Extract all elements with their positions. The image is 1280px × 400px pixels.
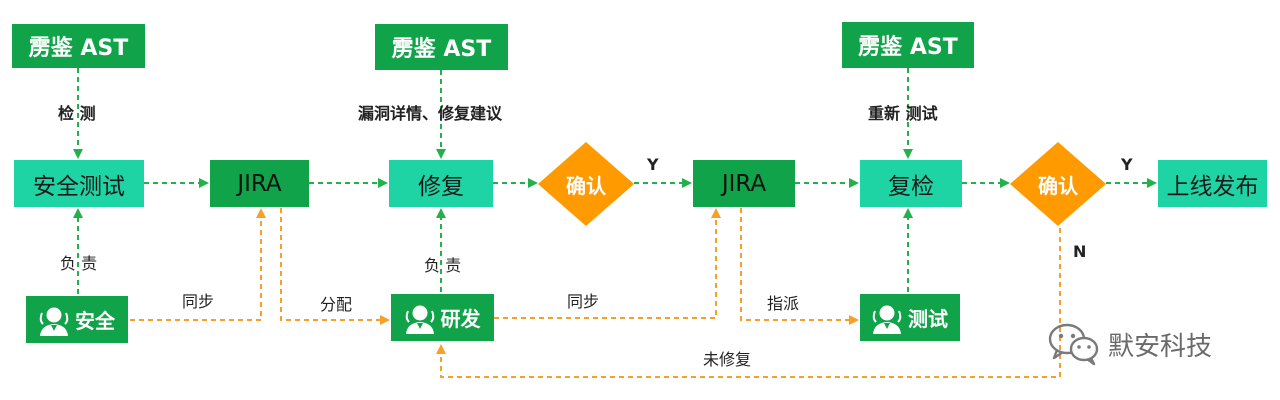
confirm-label: 确认 (566, 173, 606, 198)
person-icon (405, 305, 434, 334)
arrow-jira-dispatch-test (740, 208, 859, 325)
test-role-label: 测试 (908, 307, 948, 331)
security-role-label: 安全 (75, 309, 115, 333)
ast-tool-label: 雳鉴 AST (28, 36, 129, 61)
edge-label-sync: 同步 (567, 292, 600, 311)
jira-node: JIRA (210, 160, 309, 207)
edge-label-detect: 检 测 (58, 104, 96, 123)
edge-label-retest: 重新 测试 (868, 104, 938, 123)
ast-tool-label: 雳鉴 AST (858, 35, 958, 60)
diamond-shape (538, 142, 634, 226)
jira-label: JIRA (237, 170, 282, 197)
wechat-icon (1048, 323, 1099, 366)
test-role-node: 测试 (860, 294, 960, 341)
fix-node: 修复 (389, 160, 493, 207)
edge-label-dispatch: 指派 (767, 294, 800, 313)
yes-label: Y (1121, 155, 1133, 174)
no-label: N (1073, 242, 1087, 261)
ast-tool-node: 雳鉴 AST (842, 22, 974, 68)
security-role-node: 安全 (26, 296, 128, 343)
confirm-decision: 确认 (538, 142, 634, 226)
edge-label-assign: 分配 (320, 295, 353, 314)
jira-node: JIRA (693, 160, 795, 207)
release-label: 上线发布 (1166, 173, 1259, 200)
arrow-dev-sync-jira (494, 208, 721, 319)
arrow-jira-assign-dev (280, 208, 390, 325)
release-node: 上线发布 (1158, 160, 1267, 207)
edge-label-responsible: 负 责 (424, 256, 462, 275)
edge-label-vuln-detail: 漏洞详情、修复建议 (358, 104, 503, 123)
edge-label-responsible: 负 责 (60, 254, 98, 273)
confirm-decision: 确认 (1010, 142, 1106, 226)
edge-label-unfixed: 未修复 (703, 350, 752, 369)
security-test-label: 安全测试 (33, 173, 125, 200)
brand-name: 默安科技 (1108, 331, 1213, 362)
edge-label-sync: 同步 (182, 292, 215, 311)
dev-role-label: 研发 (440, 307, 481, 331)
diamond-shape (1010, 142, 1106, 226)
ast-tool-node: 雳鉴 AST (375, 24, 508, 70)
ast-tool-node: 雳鉴 AST (12, 24, 145, 68)
brand-watermark: 默安科技 (1048, 322, 1212, 366)
yes-label: Y (647, 155, 659, 174)
person-icon (39, 307, 69, 336)
security-test-node: 安全测试 (14, 160, 144, 207)
dev-role-node: 研发 (391, 294, 494, 341)
confirm-label: 确认 (1038, 173, 1078, 198)
arrow-unfixed-back-to-dev (436, 228, 1061, 378)
retest-node: 复检 (860, 160, 962, 207)
arrow-security-sync-jira (130, 208, 266, 321)
fix-label: 修复 (418, 173, 464, 200)
jira-label: JIRA (721, 170, 767, 197)
ast-tool-label: 雳鉴 AST (391, 37, 492, 62)
retest-label: 复检 (888, 173, 934, 200)
person-icon (872, 305, 902, 334)
